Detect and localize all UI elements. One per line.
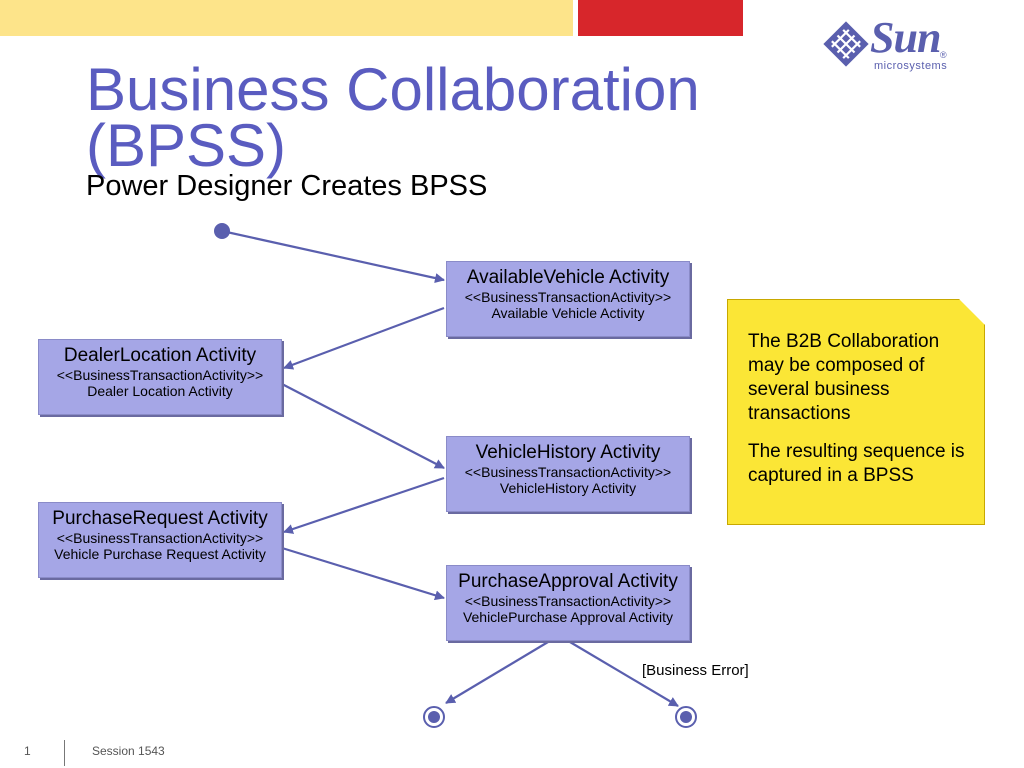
- activity-description: VehiclePurchase Approval Activity: [462, 609, 674, 625]
- page-number: 1: [24, 744, 31, 758]
- top-accent-bar-red: [578, 0, 743, 36]
- connector-start-to-available: [221, 229, 445, 283]
- note-paragraph: The B2B Collaboration may be composed of…: [748, 331, 940, 424]
- activity-name: VehicleHistory Activity: [475, 442, 661, 463]
- activity-vehicle-history: VehicleHistory Activity <<BusinessTransa…: [446, 436, 690, 512]
- note-paragraph: The resulting sequence is captured in a …: [748, 441, 965, 486]
- activity-description: Dealer Location Activity: [87, 383, 233, 399]
- slide-subtitle: Power Designer Creates BPSS: [86, 170, 488, 202]
- connector-approval-to-end-error: [569, 641, 679, 707]
- top-accent-bar: [0, 0, 573, 36]
- end-node-error: [675, 706, 697, 728]
- connector-dealer-to-history: [281, 383, 445, 469]
- connector-history-to-purchase-request: [283, 476, 445, 534]
- activity-name: AvailableVehicle Activity: [466, 267, 670, 288]
- connector-available-to-dealer: [283, 306, 445, 370]
- connector-purchase-request-to-approval: [281, 546, 445, 601]
- activity-description: Vehicle Purchase Request Activity: [54, 546, 266, 562]
- activity-available-vehicle: AvailableVehicle Activity <<BusinessTran…: [446, 261, 690, 337]
- activity-stereotype: <<BusinessTransactionActivity>>: [464, 464, 672, 480]
- footer-session: Session 1543: [92, 744, 165, 758]
- activity-description: Available Vehicle Activity: [491, 305, 645, 321]
- activity-name: PurchaseRequest Activity: [52, 508, 268, 529]
- end-node-success: [423, 706, 445, 728]
- activity-description: VehicleHistory Activity: [499, 480, 637, 496]
- start-node: [214, 223, 230, 239]
- logo-registered-mark: ®: [940, 50, 947, 60]
- footer-divider: [64, 740, 65, 766]
- activity-stereotype: <<BusinessTransactionActivity>>: [464, 593, 672, 609]
- activity-dealer-location: DealerLocation Activity <<BusinessTransa…: [38, 339, 282, 415]
- activity-stereotype: <<BusinessTransactionActivity>>: [56, 367, 264, 383]
- activity-purchase-request: PurchaseRequest Activity <<BusinessTrans…: [38, 502, 282, 578]
- activity-purchase-approval: PurchaseApproval Activity <<BusinessTran…: [446, 565, 690, 641]
- activity-stereotype: <<BusinessTransactionActivity>>: [56, 530, 264, 546]
- sticky-note: The B2B Collaboration may be composed of…: [727, 299, 985, 525]
- slide-title: Business Collaboration (BPSS): [86, 56, 700, 179]
- logo-wordmark: Sun: [870, 13, 941, 62]
- connector-approval-to-end-success: [445, 641, 549, 704]
- sun-diamond-icon: [823, 21, 869, 67]
- activity-stereotype: <<BusinessTransactionActivity>>: [464, 289, 672, 305]
- guard-label: [Business Error]: [642, 662, 749, 679]
- activity-name: DealerLocation Activity: [63, 345, 257, 366]
- logo-subtitle: microsystems: [874, 60, 948, 72]
- sun-microsystems-logo: Sun ® microsystems: [822, 13, 952, 78]
- activity-name: PurchaseApproval Activity: [458, 571, 678, 592]
